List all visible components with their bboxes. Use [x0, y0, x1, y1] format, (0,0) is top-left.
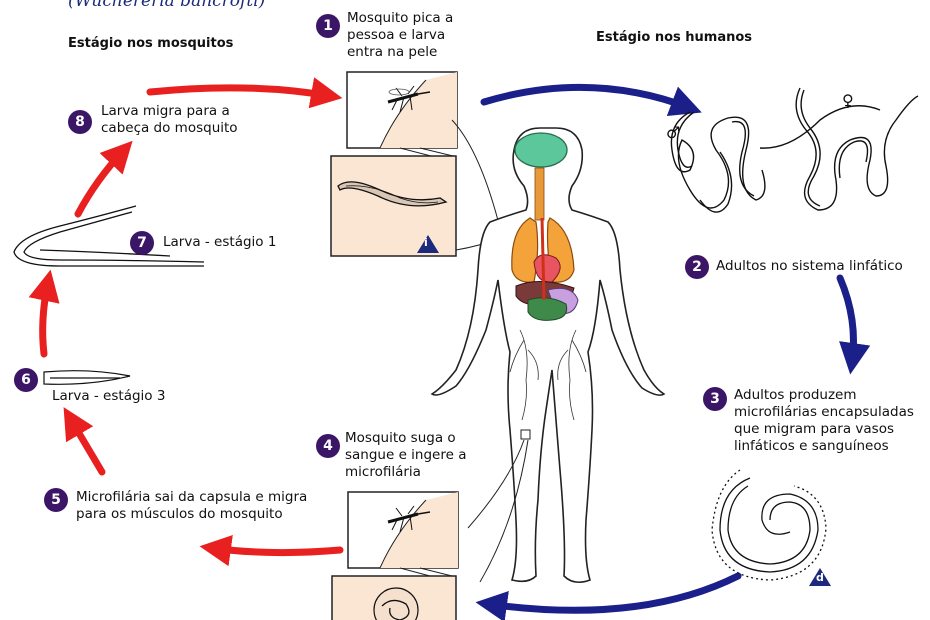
aorta	[540, 217, 546, 301]
male-symbol: ♂	[666, 123, 680, 142]
arrow-6-to-7	[28, 269, 60, 358]
step-number-3: 3	[703, 387, 727, 411]
step-label-7: Larva - estágio 1	[163, 234, 277, 250]
infective-stage-badge: i	[424, 236, 428, 249]
step-number-7: 7	[130, 231, 154, 255]
step4-microfilaria-panel	[331, 575, 457, 620]
diagram-title-fragment: (Wuchereria bancrofti)	[68, 0, 266, 11]
human-body-outline	[430, 127, 666, 584]
step-number-4: 4	[316, 434, 340, 458]
step-number-8: 8	[68, 110, 92, 134]
arrow-8-to-1	[146, 77, 343, 109]
trachea	[534, 167, 545, 221]
step4-mosquito-panel	[347, 491, 459, 569]
human-organs	[511, 132, 579, 321]
arrow-2-to-3	[836, 274, 871, 375]
step-label-6: Larva - estágio 3	[52, 388, 166, 404]
arrow-3-to-4	[475, 572, 742, 620]
intestine	[527, 297, 568, 321]
mosquito-cycle-arrows	[28, 77, 344, 567]
larva-stage-1	[13, 205, 205, 267]
adult-worms	[670, 87, 919, 213]
microfilaria-coiled	[711, 469, 827, 581]
step-number-5: 5	[44, 488, 68, 512]
arrow-7-to-8	[74, 140, 133, 218]
arrow-1-to-2	[480, 83, 702, 117]
lymphatic-vessels	[509, 329, 587, 421]
arrow-5-to-6	[63, 407, 106, 476]
step1-larva-panel	[330, 155, 457, 257]
step-number-2: 2	[685, 255, 709, 279]
larva-stage-3	[43, 370, 131, 385]
human-cycle-arrows	[475, 83, 871, 620]
step1-mosquito-panel	[346, 71, 458, 149]
arrow-4-to-5	[199, 534, 344, 567]
step-label-2: Adultos no sistema linfático	[716, 258, 903, 274]
step-number-6: 6	[14, 368, 38, 392]
mosquito-stage-header: Estágio nos mosquitos	[68, 36, 234, 51]
female-symbol: ♀	[842, 91, 854, 110]
diagnostic-stage-badge: d	[816, 571, 824, 584]
brain	[514, 132, 568, 168]
human-stage-header: Estágio nos humanos	[596, 30, 753, 45]
step-number-1: 1	[316, 14, 340, 38]
